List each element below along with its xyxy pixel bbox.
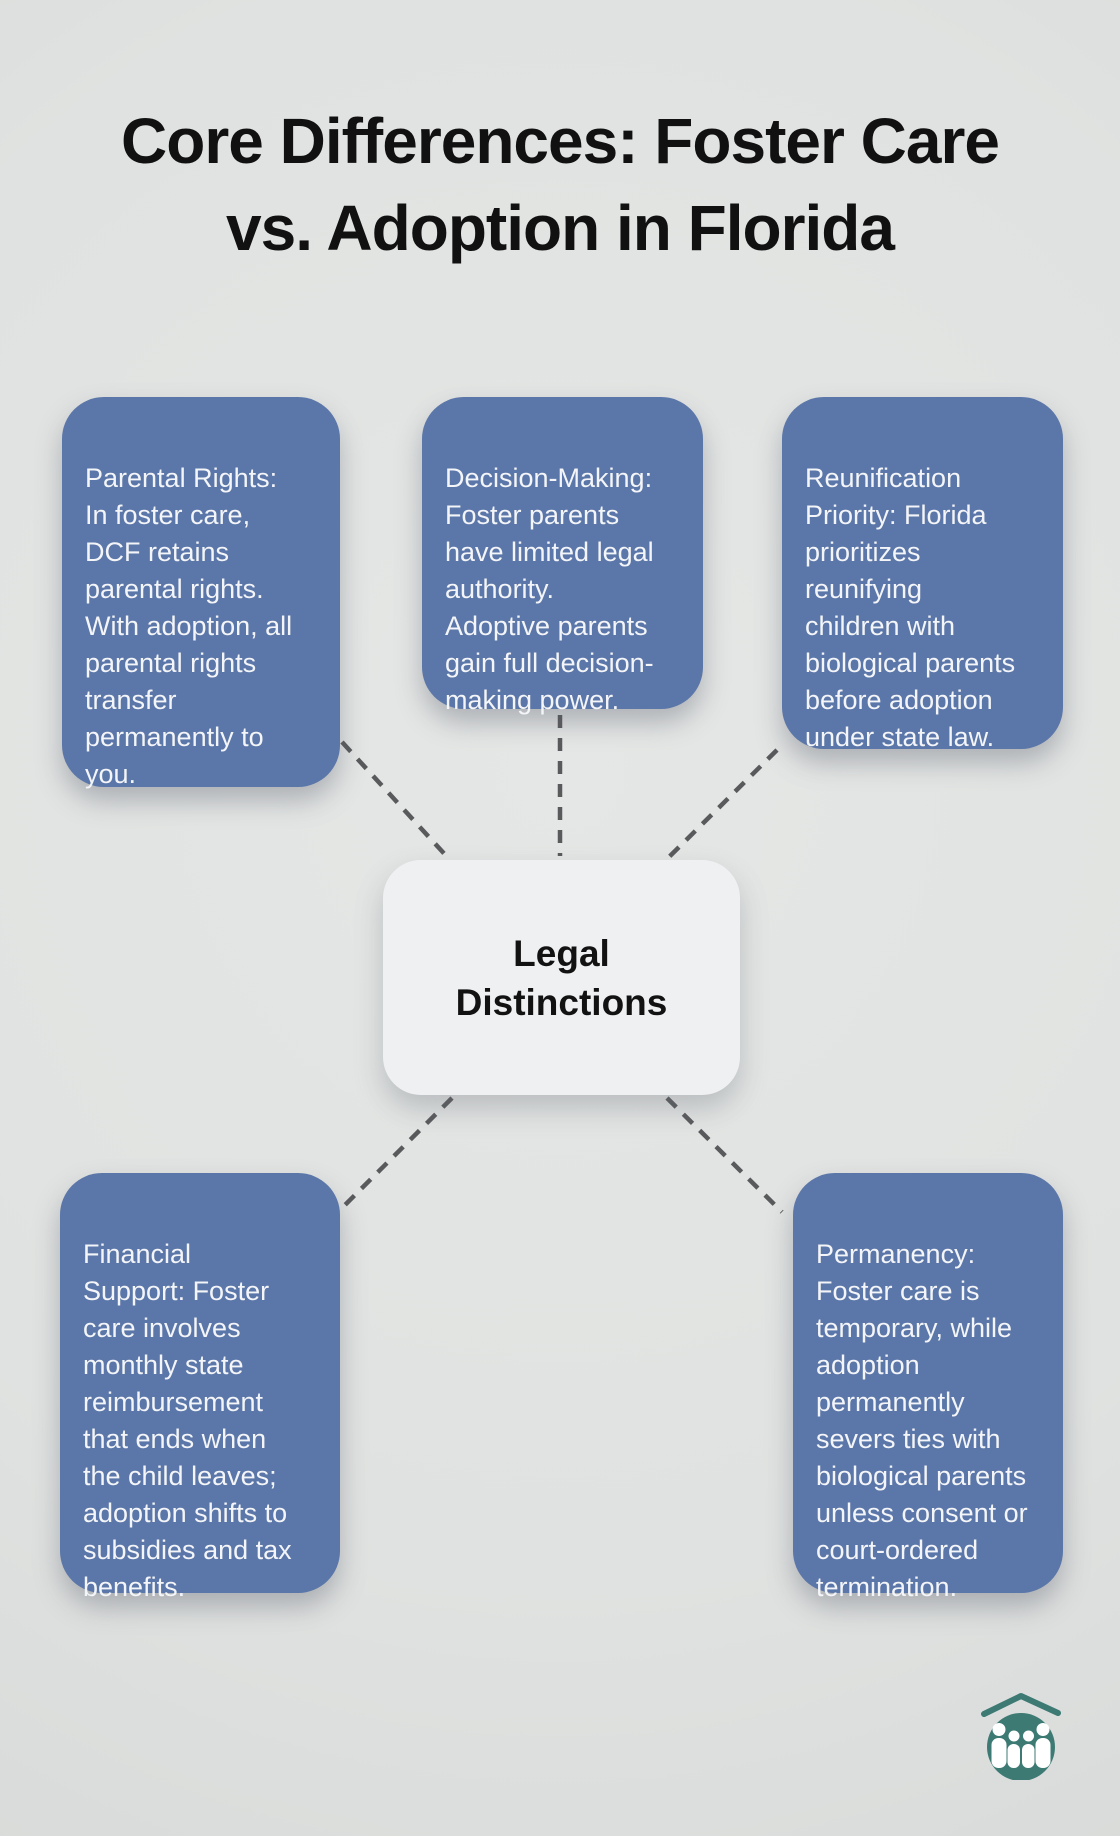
card-decision-making-text: Decision-Making: Foster parents have lim… bbox=[445, 463, 654, 715]
card-parental-rights: Parental Rights: In foster care, DCF ret… bbox=[62, 397, 340, 789]
card-reunification-priority: Reunification Priority: Florida prioriti… bbox=[782, 397, 1063, 752]
family-home-logo-icon bbox=[981, 1693, 1061, 1780]
connector-reunification bbox=[666, 748, 779, 860]
card-permanency-text: Permanency: Foster care is temporary, wh… bbox=[816, 1239, 1028, 1602]
roof-icon bbox=[981, 1693, 1061, 1717]
connector-permanency bbox=[665, 1096, 784, 1214]
connector-financial-support bbox=[336, 1096, 454, 1214]
card-reunification-priority-text: Reunification Priority: Florida prioriti… bbox=[805, 463, 1016, 752]
page-title: Core Differences: Foster Care vs. Adopti… bbox=[0, 98, 1120, 272]
card-parental-rights-text: Parental Rights: In foster care, DCF ret… bbox=[85, 463, 293, 789]
title-line-1: Core Differences: Foster Care bbox=[121, 105, 1000, 177]
card-financial-support: Financial Support: Foster care involves … bbox=[60, 1173, 340, 1602]
legal-distinctions-node: Legal Distinctions bbox=[383, 860, 740, 1095]
legal-distinctions-label: Legal Distinctions bbox=[455, 932, 668, 1023]
card-decision-making: Decision-Making: Foster parents have lim… bbox=[422, 397, 703, 715]
connector-parental-rights bbox=[340, 740, 452, 862]
card-financial-support-text: Financial Support: Foster care involves … bbox=[83, 1239, 292, 1602]
card-permanency: Permanency: Foster care is temporary, wh… bbox=[793, 1173, 1063, 1602]
title-line-2: vs. Adoption in Florida bbox=[226, 192, 895, 264]
family-figures-icon bbox=[991, 1723, 1051, 1768]
